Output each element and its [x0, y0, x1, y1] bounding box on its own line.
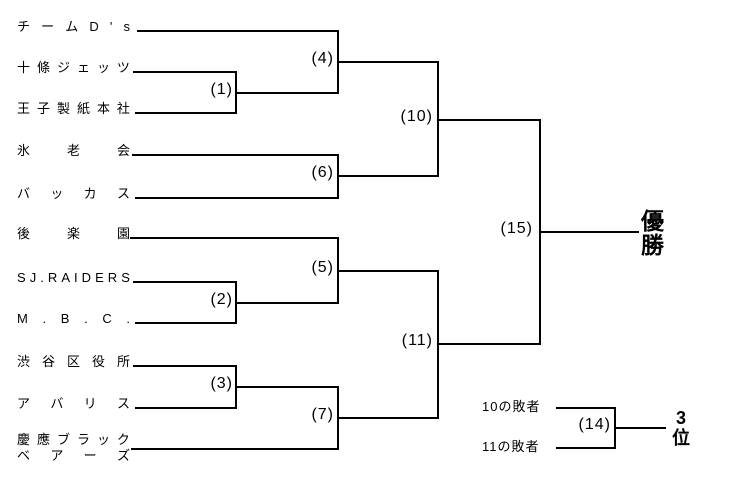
bracket-line-vertical: [337, 237, 339, 304]
bracket-line-horizontal: [337, 270, 439, 272]
match-number-label: (10): [400, 108, 433, 125]
team-name-label: 氷老会: [17, 143, 130, 158]
bracket-line-vertical: [437, 270, 439, 419]
team-name-label: 慶應ブラックベアーズ: [17, 432, 130, 463]
bracket-line-vertical: [235, 281, 237, 324]
bracket-line-horizontal: [235, 302, 339, 304]
bracket-line-horizontal: [337, 417, 439, 419]
bracket-line-horizontal: [337, 61, 439, 63]
team-name-label: 渋谷区役所: [17, 354, 130, 369]
champion-label: 優勝: [641, 208, 664, 258]
team-name-label: 十條ジェッツ: [17, 60, 130, 75]
match-number-label: (1): [210, 81, 233, 98]
team-name-label: M.B.C.: [17, 311, 130, 326]
match-number-label: (2): [210, 291, 233, 308]
bracket-line-horizontal: [135, 197, 339, 199]
bracket-line-horizontal: [137, 30, 339, 32]
loser-of-match-11-label: 11の敗者: [482, 439, 540, 454]
bracket-line-vertical: [337, 30, 339, 94]
bracket-line-horizontal: [614, 427, 666, 429]
match-number-label: (3): [210, 375, 233, 392]
bracket-line-horizontal: [556, 447, 616, 449]
bracket-line-horizontal: [130, 237, 339, 239]
bracket-line-horizontal: [235, 386, 339, 388]
bracket-line-horizontal: [337, 175, 439, 177]
bracket-line-horizontal: [133, 365, 237, 367]
bracket-line-horizontal: [539, 231, 639, 233]
team-name-label: 王子製紙本社: [17, 101, 130, 116]
match-number-label: (11): [401, 332, 433, 349]
bracket-line-horizontal: [135, 112, 237, 114]
bracket-line-horizontal: [437, 119, 541, 121]
bracket-line-horizontal: [131, 448, 339, 450]
bracket-line-vertical: [337, 386, 339, 450]
team-name-label: バッカス: [17, 186, 130, 201]
match-number-label: (14): [578, 416, 611, 433]
bracket-line-horizontal: [133, 281, 237, 283]
bracket-line-horizontal: [135, 322, 237, 324]
bracket-line-vertical: [539, 119, 541, 345]
match-number-label: (7): [311, 406, 334, 423]
team-name-label: 後楽園: [17, 226, 130, 241]
bracket-line-horizontal: [133, 71, 237, 73]
bracket-line-horizontal: [235, 92, 339, 94]
match-number-label: (15): [500, 220, 533, 237]
match-number-label: (4): [311, 50, 334, 67]
match-number-label: (5): [311, 259, 334, 276]
match-number-label: (6): [311, 164, 334, 181]
team-name-label: アバリス: [17, 396, 130, 411]
bracket-line-horizontal: [556, 407, 616, 409]
bracket-line-vertical: [337, 154, 339, 199]
bracket-line-vertical: [235, 365, 237, 409]
loser-of-match-10-label: 10の敗者: [482, 399, 541, 414]
bracket-line-vertical: [437, 61, 439, 177]
bracket-line-vertical: [235, 71, 237, 114]
bracket-line-vertical: [614, 407, 616, 449]
third-place-label: 3位: [672, 408, 690, 448]
bracket-line-horizontal: [437, 343, 541, 345]
bracket-line-horizontal: [132, 154, 339, 156]
bracket-line-horizontal: [135, 407, 237, 409]
